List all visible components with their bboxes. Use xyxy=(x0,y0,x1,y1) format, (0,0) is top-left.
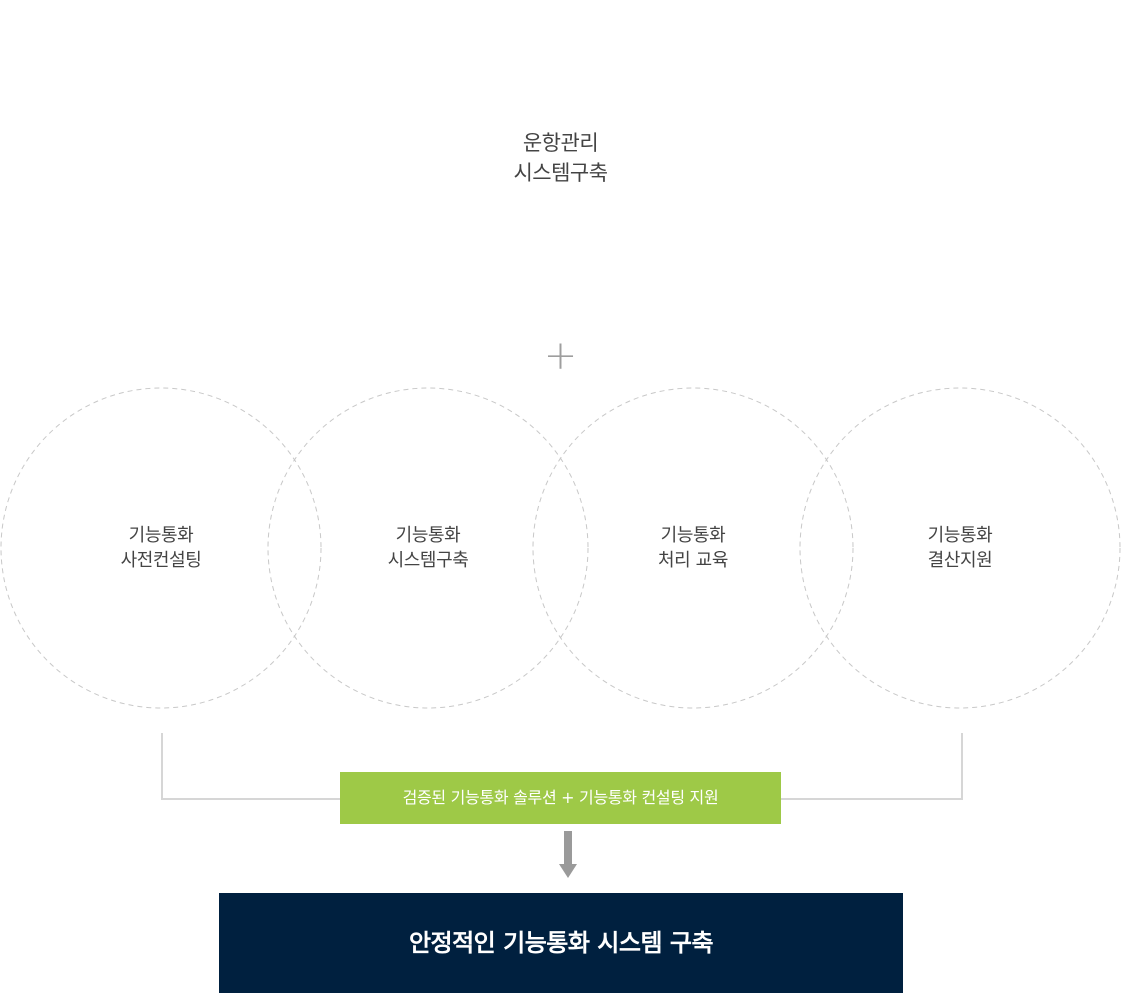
circle-label-settlement: 기능통화 결산지원 xyxy=(860,523,1060,573)
circle-label-consulting: 기능통화 사전컨설팅 xyxy=(61,523,261,573)
circle-settlement xyxy=(799,387,1121,709)
circle-label-settlement-line2: 결산지원 xyxy=(927,550,993,571)
circle-label-education-line1: 기능통화 xyxy=(660,525,726,546)
plus-icon: + xyxy=(543,333,578,379)
result-box: 안정적인 기능통화 시스템 구축 xyxy=(219,893,903,993)
circle-consulting xyxy=(0,387,322,709)
top-heading-line1: 운항관리 xyxy=(522,131,599,155)
circle-label-education-line2: 처리 교육 xyxy=(658,550,728,571)
top-heading: 운항관리 시스템구축 xyxy=(0,128,1121,188)
circle-label-system-build-line2: 시스템구축 xyxy=(387,550,469,571)
circle-education xyxy=(532,387,854,709)
circle-system-build xyxy=(267,387,589,709)
circle-label-system-build-line1: 기능통화 xyxy=(395,525,461,546)
bracket-right xyxy=(781,733,963,800)
circle-label-education: 기능통화 처리 교육 xyxy=(593,523,793,573)
support-banner: 검증된 기능통화 솔루션 + 기능통화 컨설팅 지원 xyxy=(340,772,781,824)
circle-label-consulting-line2: 사전컨설팅 xyxy=(120,550,202,571)
bracket-left xyxy=(161,733,340,800)
circle-label-system-build: 기능통화 시스템구축 xyxy=(328,523,528,573)
circle-label-settlement-line1: 기능통화 xyxy=(927,525,993,546)
top-heading-line2: 시스템구축 xyxy=(513,161,608,185)
circle-label-consulting-line1: 기능통화 xyxy=(128,525,194,546)
